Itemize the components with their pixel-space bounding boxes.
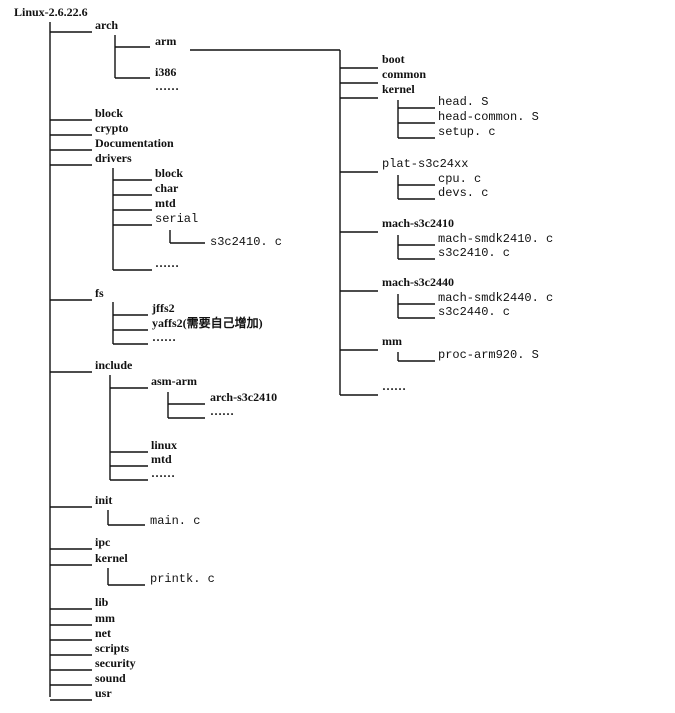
arm-mach-s3c2410: mach-s3c2410 xyxy=(382,216,454,230)
asm-arm-ellipsis: …… xyxy=(210,404,234,418)
folder-arch: arch xyxy=(95,18,118,32)
arm-plat-s3c24xx: plat-s3c24xx xyxy=(382,157,468,171)
folder-kernel: kernel xyxy=(95,551,128,565)
arch-ellipsis: …… xyxy=(155,79,179,93)
tree-labels: archblockcryptoDocumentationdriversfsinc… xyxy=(95,18,553,700)
drivers-ellipsis: …… xyxy=(155,256,179,270)
asm-arm-arch-s3c2410: arch-s3c2410 xyxy=(210,390,277,404)
drivers-serial: serial xyxy=(155,212,198,226)
include-asm-arm: asm-arm xyxy=(151,374,197,388)
folder-include: include xyxy=(95,358,133,372)
folder-security: security xyxy=(95,656,136,670)
arch-arm: arm xyxy=(155,34,176,48)
root-label: Linux-2.6.22.6 xyxy=(14,5,88,19)
tree-connectors xyxy=(49,22,435,701)
folder-documentation: Documentation xyxy=(95,136,174,150)
include-mtd: mtd xyxy=(151,452,172,466)
folder-ipc: ipc xyxy=(95,535,111,549)
folder-net: net xyxy=(95,626,111,640)
folder-drivers: drivers xyxy=(95,151,132,165)
drivers-mtd: mtd xyxy=(155,196,176,210)
folder-init: init xyxy=(95,493,112,507)
file-s3c2410-c: s3c2410. c xyxy=(210,235,282,249)
fs-jffs2: jffs2 xyxy=(151,301,175,315)
file-s3c2440-c: s3c2440. c xyxy=(438,305,510,319)
folder-scripts: scripts xyxy=(95,641,129,655)
file-printk-c: printk. c xyxy=(150,572,215,586)
include-linux: linux xyxy=(151,438,177,452)
folder-block: block xyxy=(95,106,123,120)
file-devs-c: devs. c xyxy=(438,186,488,200)
folder-crypto: crypto xyxy=(95,121,128,135)
drivers-char: char xyxy=(155,181,179,195)
file-cpu-c: cpu. c xyxy=(438,172,481,186)
file-mach-smdk2410-c: mach-smdk2410. c xyxy=(438,232,553,246)
file-proc-arm920-s: proc-arm920. S xyxy=(438,348,539,362)
arm-mach-s3c2440: mach-s3c2440 xyxy=(382,275,454,289)
fs-ellipsis: …… xyxy=(152,330,176,344)
folder-mm: mm xyxy=(95,611,115,625)
folder-lib: lib xyxy=(95,595,109,609)
file-s3c2410-c: s3c2410. c xyxy=(438,246,510,260)
arm-kernel: kernel xyxy=(382,82,415,96)
arm-mm: mm xyxy=(382,334,402,348)
file-head-s: head. S xyxy=(438,95,488,109)
arm-common: common xyxy=(382,67,426,81)
file-head-common-s: head-common. S xyxy=(438,110,539,124)
arm-ellipsis: …… xyxy=(382,379,406,393)
file-main-c: main. c xyxy=(150,514,200,528)
include-ellipsis: …… xyxy=(151,466,175,480)
arch-i386: i386 xyxy=(155,65,176,79)
drivers-block: block xyxy=(155,166,183,180)
folder-fs: fs xyxy=(95,286,104,300)
folder-sound: sound xyxy=(95,671,126,685)
file-mach-smdk2440-c: mach-smdk2440. c xyxy=(438,291,553,305)
fs-yaffs2: yaffs2(需要自己增加) xyxy=(152,315,263,330)
arm-boot: boot xyxy=(382,52,405,66)
folder-usr: usr xyxy=(95,686,112,700)
file-setup-c: setup. c xyxy=(438,125,496,139)
